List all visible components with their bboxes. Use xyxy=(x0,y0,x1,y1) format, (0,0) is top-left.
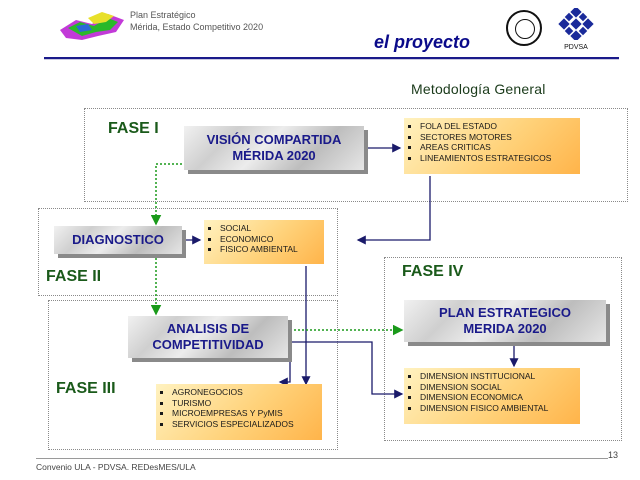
list-item: MICROEMPRESAS Y PyMIS xyxy=(172,408,318,419)
list-item: FOLA DEL ESTADO xyxy=(420,121,576,132)
seal-icon xyxy=(506,10,542,46)
arrow-list1-to-list2 xyxy=(356,176,431,245)
fase3-list: AGRONEGOCIOS TURISMO MICROEMPRESAS Y PyM… xyxy=(156,384,322,440)
diagnostico-text: DIAGNOSTICO xyxy=(72,232,164,247)
fase3-container xyxy=(48,300,338,450)
pdvsa-label: PDVSA xyxy=(564,44,588,51)
map-logo-icon xyxy=(60,12,124,40)
list-item: TURISMO xyxy=(172,398,318,409)
section-title: el proyecto xyxy=(374,32,471,52)
list-item: SOCIAL xyxy=(220,223,320,234)
fase4-container xyxy=(384,257,622,441)
fase1-list: FOLA DEL ESTADO SECTORES MOTORES AREAS C… xyxy=(404,118,580,174)
fase4-label: FASE IV xyxy=(402,263,464,280)
list-item: FISICO AMBIENTAL xyxy=(220,244,320,255)
methodology-subtitle: Metodología General xyxy=(411,81,546,97)
plan-line-1: PLAN ESTRATEGICO xyxy=(439,305,571,320)
arrow-analisis-to-list4 xyxy=(272,341,404,399)
list-item: ECONOMICO xyxy=(220,234,320,245)
fase2-list: SOCIAL ECONOMICO FISICO AMBIENTAL xyxy=(204,220,324,264)
analisis-line-2: COMPETITIVIDAD xyxy=(152,337,264,352)
list-item: SECTORES MOTORES xyxy=(420,132,576,143)
header-line-2: Mérida, Estado Competitivo 2020 xyxy=(130,22,264,32)
fase1-label: FASE I xyxy=(108,120,159,137)
list-item: DIMENSION ECONOMICA xyxy=(420,392,576,403)
header-rule-shadow xyxy=(44,59,619,60)
analisis-line-1: ANALISIS DE xyxy=(166,321,250,336)
list-item: AGRONEGOCIOS xyxy=(172,387,318,398)
fase3-label: FASE III xyxy=(56,380,116,397)
analisis-box: ANALISIS DE COMPETITIVIDAD xyxy=(128,316,288,358)
arrow-vision-to-diag xyxy=(150,163,182,226)
plan-line-2: MERIDA 2020 xyxy=(463,321,547,336)
list-item: SERVICIOS ESPECIALIZADOS xyxy=(172,419,318,430)
list-item: DIMENSION INSTITUCIONAL xyxy=(420,371,576,382)
plan-box: PLAN ESTRATEGICO MERIDA 2020 xyxy=(404,300,606,342)
list-item: LINEAMIENTOS ESTRATEGICOS xyxy=(420,153,576,164)
fase2-label: FASE II xyxy=(46,268,102,285)
footer-rule xyxy=(36,458,608,459)
page-number: 13 xyxy=(608,450,619,460)
fase1-container xyxy=(84,108,628,202)
fase2-container xyxy=(38,208,338,296)
diagnostico-box: DIAGNOSTICO xyxy=(54,226,182,254)
footer-text: Convenio ULA - PDVSA. REDesMES/ULA xyxy=(36,462,196,472)
fase4-list: DIMENSION INSTITUCIONAL DIMENSION SOCIAL… xyxy=(404,368,580,424)
list-item: AREAS CRITICAS xyxy=(420,142,576,153)
header-rule xyxy=(44,57,619,59)
header-line-1: Plan Estratégico xyxy=(130,10,196,20)
vision-line-1: VISIÓN COMPARTIDA xyxy=(206,132,342,147)
pdvsa-logo-icon xyxy=(558,8,594,40)
list-item: DIMENSION FISICO AMBIENTAL xyxy=(420,403,576,414)
vision-box: VISIÓN COMPARTIDA MÉRIDA 2020 xyxy=(184,126,364,170)
list-item: DIMENSION SOCIAL xyxy=(420,382,576,393)
vision-line-2: MÉRIDA 2020 xyxy=(232,148,316,163)
